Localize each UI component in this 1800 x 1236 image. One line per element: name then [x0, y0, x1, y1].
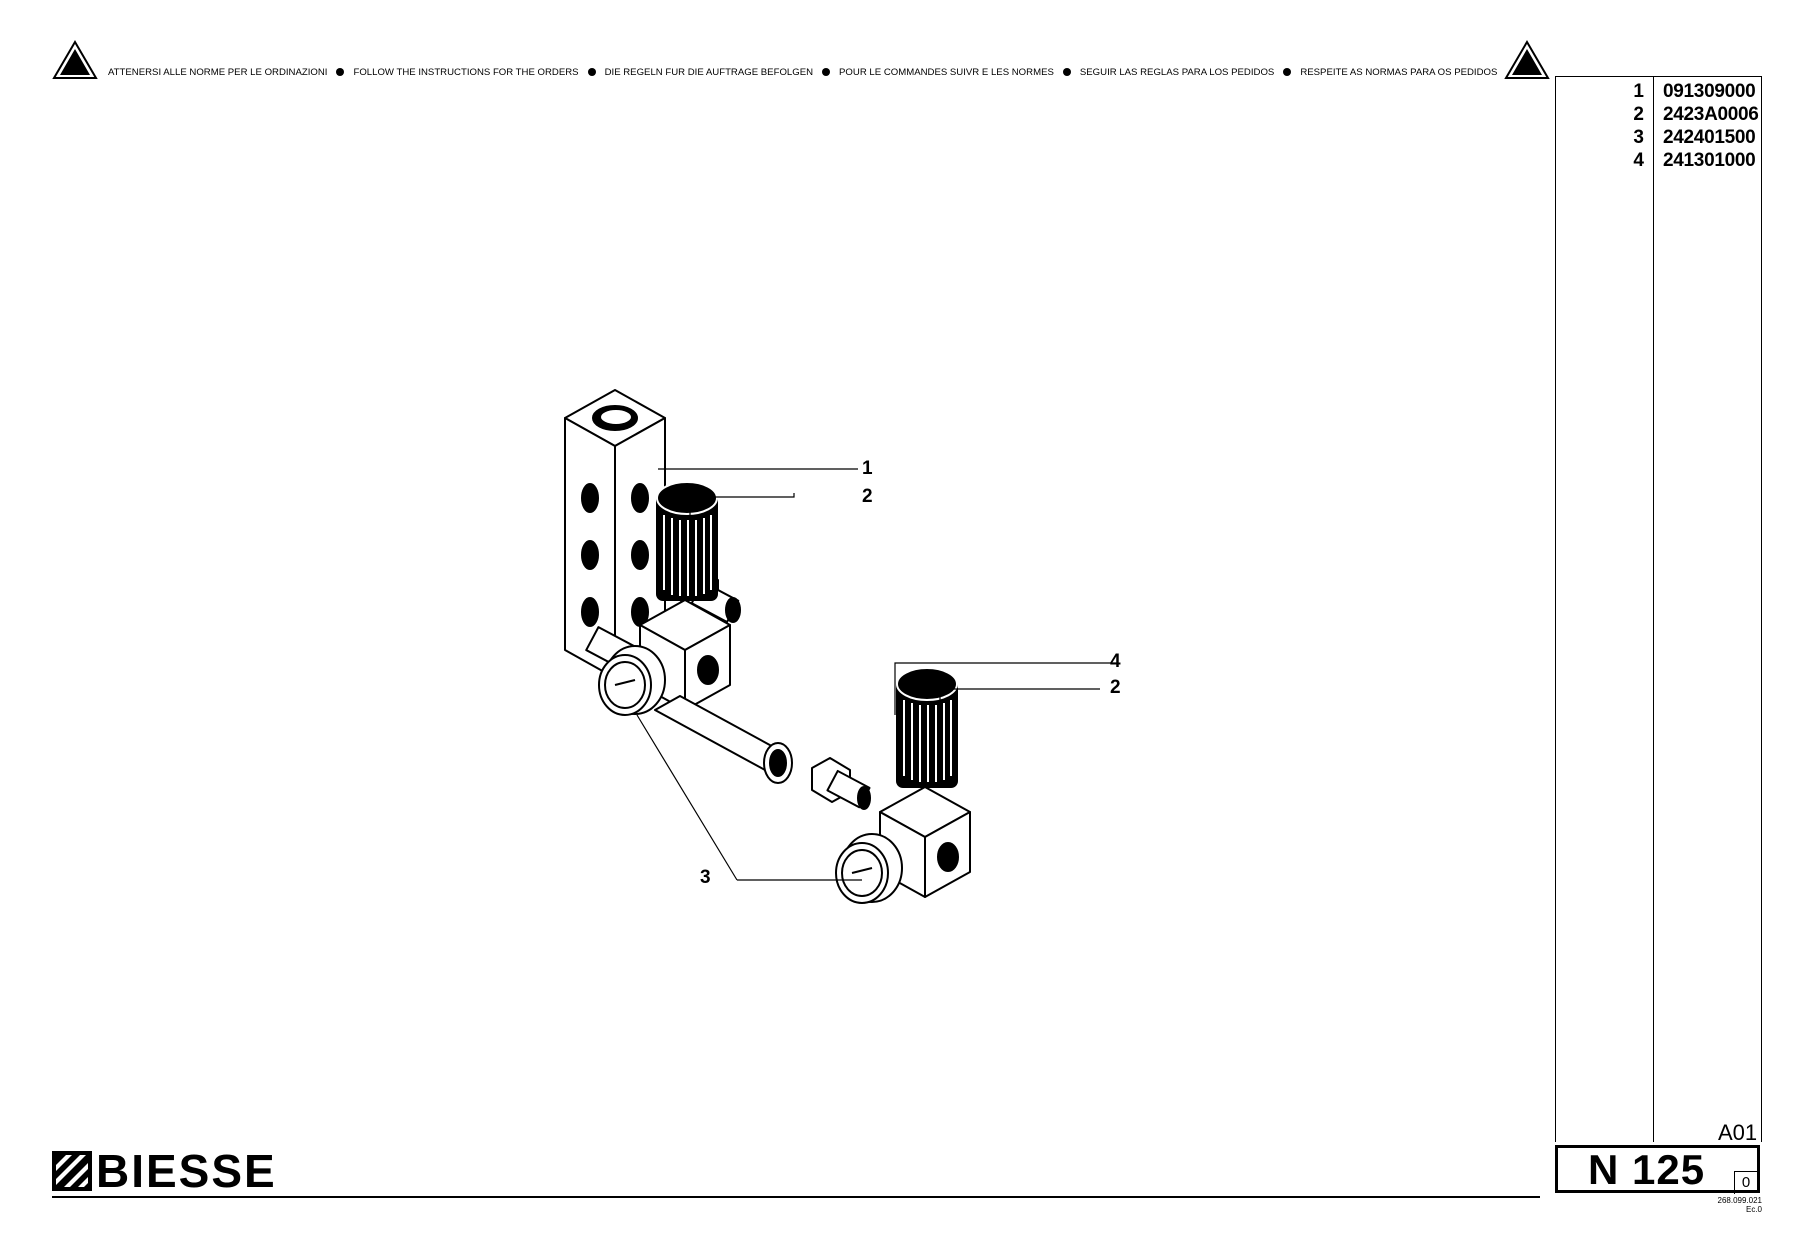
pressure-gauge	[835, 833, 903, 904]
parts-list-panel: 1 091309000 2 2423A0006 3 242401500 4 24…	[1555, 76, 1762, 1142]
brand-name: BIESSE	[96, 1145, 277, 1197]
pipe-tube	[654, 695, 793, 784]
bullet-icon	[1283, 68, 1292, 76]
warning-triangle-icon	[52, 40, 98, 79]
column-divider	[1653, 77, 1654, 1142]
part-number: 4	[1633, 150, 1644, 171]
manifold-block	[564, 389, 666, 679]
page-number: N 125	[1588, 1146, 1706, 1193]
bullet-icon	[587, 68, 596, 76]
parts-row: 1 091309000	[1556, 80, 1761, 103]
biesse-logo-icon	[52, 1151, 92, 1191]
document-number: 268.099.021 Ec.0	[1717, 1196, 1763, 1214]
notice-es: SEGUIR LAS REGLAS PARA LOS PEDIDOS	[1079, 66, 1275, 78]
part-code: 2423A0006	[1663, 104, 1759, 125]
callout-4: 4	[1110, 651, 1121, 672]
part-number: 1	[1633, 81, 1644, 102]
part-number: 2	[1633, 104, 1644, 125]
notice-it: ATTENERSI ALLE NORME PER LE ORDINAZIONI	[108, 66, 328, 78]
pressure-regulator	[879, 667, 971, 898]
exploded-parts-drawing	[564, 389, 1118, 904]
callout-1: 1	[862, 458, 873, 479]
sheet-code: A01	[1718, 1120, 1758, 1145]
fitting-nipple	[811, 757, 871, 810]
parts-row: 2 2423A0006	[1556, 103, 1761, 126]
bullet-icon	[822, 68, 831, 76]
notice-fr: POUR LE COMMANDES SUIVR E LES NORMES	[839, 66, 1054, 78]
pressure-gauge	[598, 645, 666, 716]
warning-triangle-icon	[1504, 40, 1550, 79]
part-code: 241301000	[1663, 150, 1756, 171]
page-number-box: N 125 0	[1555, 1145, 1760, 1194]
callout-3: 3	[700, 867, 711, 888]
revision-number: 0	[1734, 1171, 1757, 1194]
notice-de: DIE REGELN FUR DIE AUFTRAGE BEFOLGEN	[604, 66, 814, 78]
notice-pt: RESPEITE AS NORMAS PARA OS PEDIDOS	[1300, 66, 1498, 78]
parts-row: 4 241301000	[1556, 149, 1761, 172]
notice-en: FOLLOW THE INSTRUCTIONS FOR THE ORDERS	[353, 66, 579, 78]
bottom-rule	[52, 1196, 1540, 1198]
callout-2: 2	[1110, 677, 1121, 698]
brand-logo: BIESSE	[52, 1148, 277, 1194]
parts-row: 3 242401500	[1556, 126, 1761, 149]
part-code: 242401500	[1663, 127, 1756, 148]
part-code: 091309000	[1663, 81, 1756, 102]
callout-2: 2	[862, 486, 873, 507]
bullet-icon	[1062, 68, 1071, 76]
order-instructions-notice: ATTENERSI ALLE NORME PER LE ORDINAZIONI …	[108, 65, 1498, 79]
part-number: 3	[1633, 127, 1644, 148]
bullet-icon	[336, 68, 345, 76]
